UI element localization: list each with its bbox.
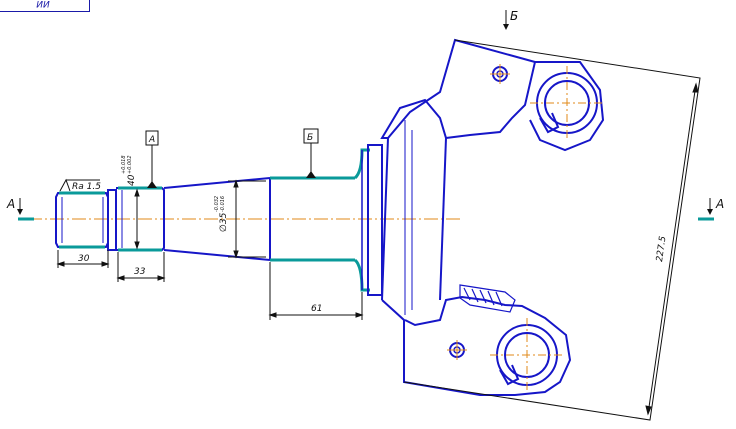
svg-text:Б: Б: [510, 9, 518, 23]
journal: [270, 144, 383, 296]
svg-text:∅35: ∅35: [219, 212, 229, 232]
section-hatch: [459, 284, 516, 313]
section-mark-right: А: [698, 197, 724, 221]
svg-text:227.5: 227.5: [655, 235, 669, 262]
dim-overall: 227.5: [645, 82, 699, 416]
threaded-end: [55, 189, 117, 251]
svg-text:61: 61: [311, 304, 322, 314]
view-mark-top: Б: [503, 9, 518, 30]
upper-eye: [530, 66, 604, 140]
svg-text:А: А: [6, 197, 15, 211]
svg-text:33: 33: [134, 267, 146, 277]
upper-small-hole: [490, 64, 510, 84]
roughness-symbol: Ra 1.5: [59, 178, 101, 192]
svg-text:А: А: [148, 135, 155, 145]
svg-text:30: 30: [78, 254, 90, 264]
section-mark-left: А: [6, 197, 34, 221]
svg-text:-0.016: -0.016: [220, 196, 226, 212]
svg-text:А: А: [715, 197, 724, 211]
lower-eye: [490, 318, 564, 392]
dim-cone-to-face: 61: [268, 262, 364, 320]
taper-section: [163, 177, 271, 261]
dim-cone-diameter: ∅35 -0.032 -0.016: [214, 179, 266, 259]
lower-small-hole: [447, 340, 467, 360]
svg-text:40: 40: [127, 174, 137, 186]
svg-text:-0.032: -0.032: [214, 196, 220, 212]
datum-a: А: [145, 130, 159, 188]
dim-shoulder-length: 33: [116, 252, 166, 282]
knuckle-body: [380, 38, 701, 421]
dim-thread-length: 30: [56, 250, 110, 268]
svg-text:+0.002: +0.002: [127, 155, 133, 174]
dim-shoulder-diameter: 40 +0.018 +0.002: [121, 155, 140, 250]
svg-text:Ra 1.5: Ra 1.5: [72, 182, 101, 192]
svg-text:Б: Б: [307, 133, 313, 143]
svg-text:+0.018: +0.018: [121, 155, 127, 174]
datum-b: Б: [303, 128, 319, 178]
